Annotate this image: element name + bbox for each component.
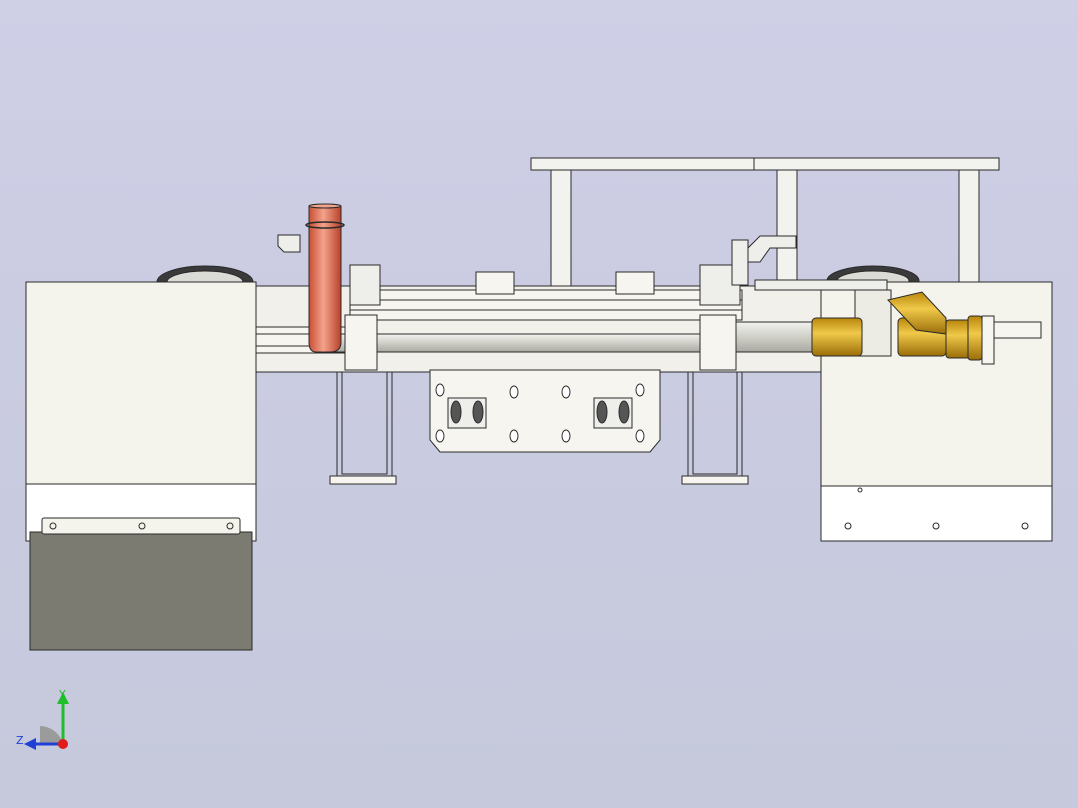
coordinate-triad[interactable]: Y Z: [10, 686, 80, 756]
z-axis-arrow: [24, 738, 36, 750]
y-axis-label: Y: [58, 688, 66, 701]
triad-arc: [40, 726, 63, 744]
z-axis-label: Z: [16, 734, 24, 747]
mounting-plate: [429, 369, 661, 453]
brass-valve: [811, 291, 983, 361]
right-fittings: [754, 279, 1042, 365]
x-axis-dot: [58, 739, 68, 749]
center-axle: [329, 314, 831, 371]
copper-pipe: [305, 203, 345, 353]
u-bolts: [329, 372, 749, 485]
roll-frame: [530, 157, 1000, 289]
y-axis-arrow: [57, 692, 69, 704]
left-mud-flap: [29, 517, 253, 651]
left-fender: [25, 281, 257, 542]
